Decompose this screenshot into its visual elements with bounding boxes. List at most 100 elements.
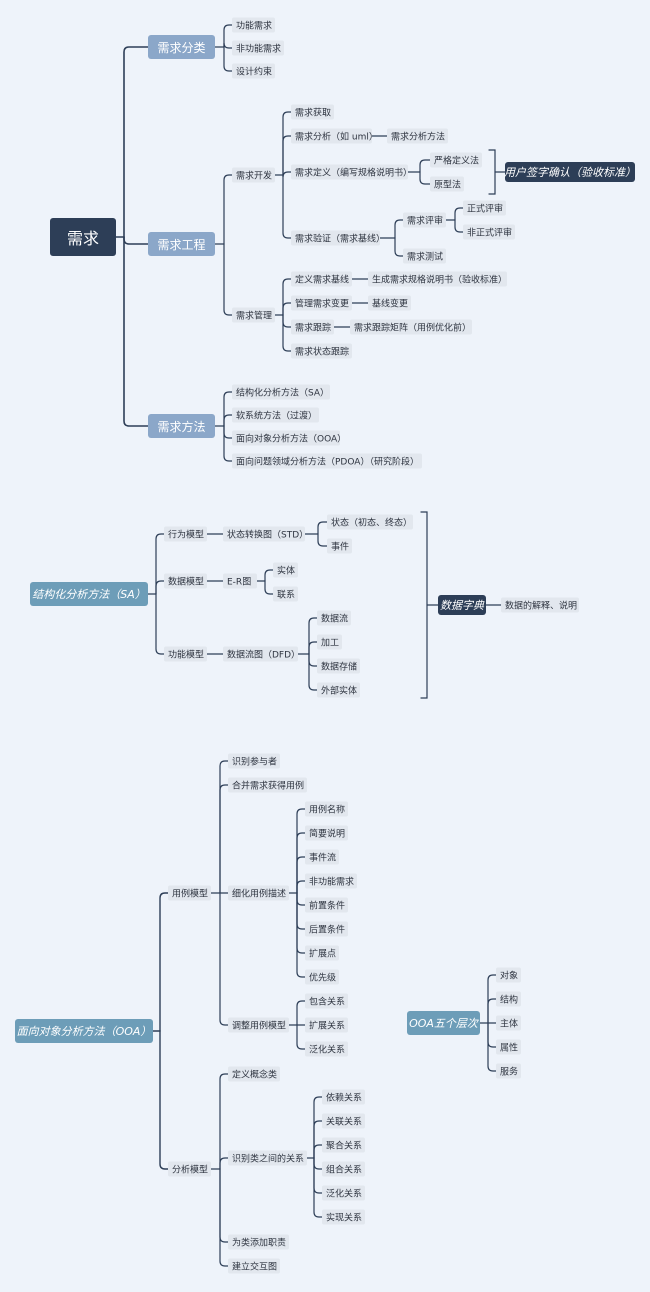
connector-line	[155, 593, 165, 655]
node-merge-requirements[interactable]: 合并需求获得用例	[228, 777, 307, 793]
node-std[interactable]: 状态转换图（STD）	[223, 526, 308, 542]
node-define-concept-class[interactable]: 定义概念类	[228, 1066, 280, 1082]
node-functional-requirement[interactable]: 功能需求	[232, 17, 275, 33]
connector-line	[223, 243, 233, 316]
connector-line	[219, 1168, 229, 1267]
node-requirement-validation[interactable]: 需求验证（需求基线）	[291, 230, 385, 246]
node-ooa-method[interactable]: 面向对象分析方法（OOA）	[232, 430, 346, 446]
node-data-store[interactable]: 数据存储	[317, 658, 360, 674]
node-external-entity[interactable]: 外部实体	[317, 682, 360, 698]
connector-line	[454, 207, 464, 221]
node-extend-relation[interactable]: 扩展关系	[305, 1017, 348, 1033]
node-data-model[interactable]: 数据模型	[164, 573, 207, 589]
node-data-explanation[interactable]: 数据的解释、说明	[501, 597, 579, 613]
node-postcondition[interactable]: 后置条件	[305, 921, 348, 937]
node-process[interactable]: 加工	[317, 634, 342, 650]
node-level-subject[interactable]: 主体	[496, 1015, 521, 1031]
node-manage-change[interactable]: 管理需求变更	[291, 295, 352, 311]
node-tracing-matrix[interactable]: 需求跟踪矩阵（用例优化前）	[350, 319, 472, 335]
node-requirement-definition[interactable]: 需求定义（编写规格说明书）	[291, 164, 412, 180]
connector-line	[296, 892, 306, 906]
connector-line	[296, 856, 306, 894]
node-sa-method[interactable]: 结构化分析方法（SA）	[232, 384, 330, 400]
connector-line	[282, 135, 292, 176]
node-priority[interactable]: 优先级	[305, 969, 339, 985]
node-association[interactable]: 关联关系	[322, 1113, 365, 1129]
node-extension-point[interactable]: 扩展点	[305, 945, 339, 961]
connector-line	[488, 149, 496, 195]
node-generalization-relation[interactable]: 泛化关系	[305, 1041, 348, 1057]
node-identify-actors[interactable]: 识别参与者	[228, 753, 280, 769]
node-level-service[interactable]: 服务	[496, 1063, 521, 1079]
node-identify-class-relations[interactable]: 识别类之间的关系	[228, 1150, 307, 1166]
node-use-case-model[interactable]: 用例模型	[168, 885, 211, 901]
node-prototype-method[interactable]: 原型法	[430, 176, 464, 192]
node-precondition[interactable]: 前置条件	[305, 897, 348, 913]
node-informal-review[interactable]: 非正式评审	[463, 224, 515, 240]
node-define-baseline[interactable]: 定义需求基线	[291, 271, 352, 287]
node-brief-description[interactable]: 简要说明	[305, 825, 348, 841]
node-status-tracking[interactable]: 需求状态跟踪	[291, 343, 352, 359]
connector-line	[394, 237, 404, 257]
node-soft-system-method[interactable]: 软系统方法（过渡）	[232, 407, 319, 423]
node-generate-spec[interactable]: 生成需求规格说明书（验收标准）	[368, 271, 507, 287]
node-behavior-model[interactable]: 行为模型	[164, 526, 207, 542]
node-formal-review[interactable]: 正式评审	[463, 200, 506, 216]
node-build-interaction[interactable]: 建立交互图	[228, 1258, 280, 1274]
node-function-model[interactable]: 功能模型	[164, 646, 207, 662]
node-requirement-development[interactable]: 需求开发	[232, 167, 275, 183]
node-requirement-tracing[interactable]: 需求跟踪	[291, 319, 334, 335]
node-requirement-elicitation[interactable]: 需求获取	[291, 104, 334, 120]
node-composition[interactable]: 组合关系	[322, 1161, 365, 1177]
connector-line	[223, 174, 233, 245]
node-include-relation[interactable]: 包含关系	[305, 993, 348, 1009]
node-dfd[interactable]: 数据流图（DFD）	[223, 646, 300, 662]
node-root-sa[interactable]: 结构化分析方法（SA）	[30, 582, 148, 606]
node-level-structure[interactable]: 结构	[496, 991, 521, 1007]
connector-line	[282, 171, 292, 178]
node-level-attribute[interactable]: 属性	[496, 1039, 521, 1055]
node-dependency[interactable]: 依赖关系	[322, 1089, 365, 1105]
node-analysis-model[interactable]: 分析模型	[168, 1161, 211, 1177]
node-baseline-change[interactable]: 基线变更	[368, 295, 411, 311]
connector-line	[487, 1022, 497, 1072]
node-nonfunctional-requirement[interactable]: 非功能需求	[232, 40, 284, 56]
connector-line	[308, 641, 318, 655]
node-requirement-engineering[interactable]: 需求工程	[148, 232, 215, 256]
node-requirement-analysis-method[interactable]: 需求分析方法	[387, 128, 448, 144]
node-event[interactable]: 事件	[327, 538, 352, 554]
node-root-requirements[interactable]: 需求	[50, 218, 116, 256]
node-use-case-name[interactable]: 用例名称	[305, 801, 348, 817]
node-level-object[interactable]: 对象	[496, 967, 521, 983]
node-user-signoff[interactable]: 用户签字确认（验收标准）	[504, 162, 636, 182]
node-data-dictionary[interactable]: 数据字典	[438, 595, 486, 615]
node-requirement-analysis[interactable]: 需求分析（如 uml）	[291, 128, 378, 144]
node-strict-definition[interactable]: 严格定义法	[430, 152, 482, 168]
node-state[interactable]: 状态（初态、终态）	[327, 514, 413, 530]
node-root-ooa[interactable]: 面向对象分析方法（OOA）	[15, 1019, 153, 1043]
node-refine-use-case[interactable]: 细化用例描述	[228, 885, 289, 901]
node-er-diagram[interactable]: E-R图	[223, 573, 257, 589]
node-requirement-classification[interactable]: 需求分类	[148, 35, 215, 59]
node-requirement-review[interactable]: 需求评审	[403, 212, 446, 228]
connector-line	[296, 832, 306, 894]
node-generalization[interactable]: 泛化关系	[322, 1185, 365, 1201]
node-pdoa-method[interactable]: 面向问题领域分析方法（PDOA）（研究阶段）	[232, 453, 422, 469]
node-aggregation[interactable]: 聚合关系	[322, 1137, 365, 1153]
connector-line	[282, 314, 292, 328]
node-relationship[interactable]: 联系	[273, 586, 298, 602]
node-event-flow[interactable]: 事件流	[305, 849, 339, 865]
node-requirement-testing[interactable]: 需求测试	[403, 248, 446, 264]
node-requirement-methods[interactable]: 需求方法	[148, 414, 215, 438]
node-nonfunctional[interactable]: 非功能需求	[305, 873, 357, 889]
node-add-responsibility[interactable]: 为类添加职责	[228, 1234, 289, 1250]
node-design-constraint[interactable]: 设计约束	[232, 63, 275, 79]
node-adjust-model[interactable]: 调整用例模型	[228, 1017, 289, 1033]
node-requirement-management[interactable]: 需求管理	[232, 307, 275, 323]
node-entity[interactable]: 实体	[273, 562, 298, 578]
node-data-flow[interactable]: 数据流	[317, 610, 351, 626]
node-realization[interactable]: 实现关系	[322, 1209, 365, 1225]
node-root-ooa-levels[interactable]: OOA五个层次	[407, 1011, 480, 1035]
connector-line	[219, 760, 229, 894]
